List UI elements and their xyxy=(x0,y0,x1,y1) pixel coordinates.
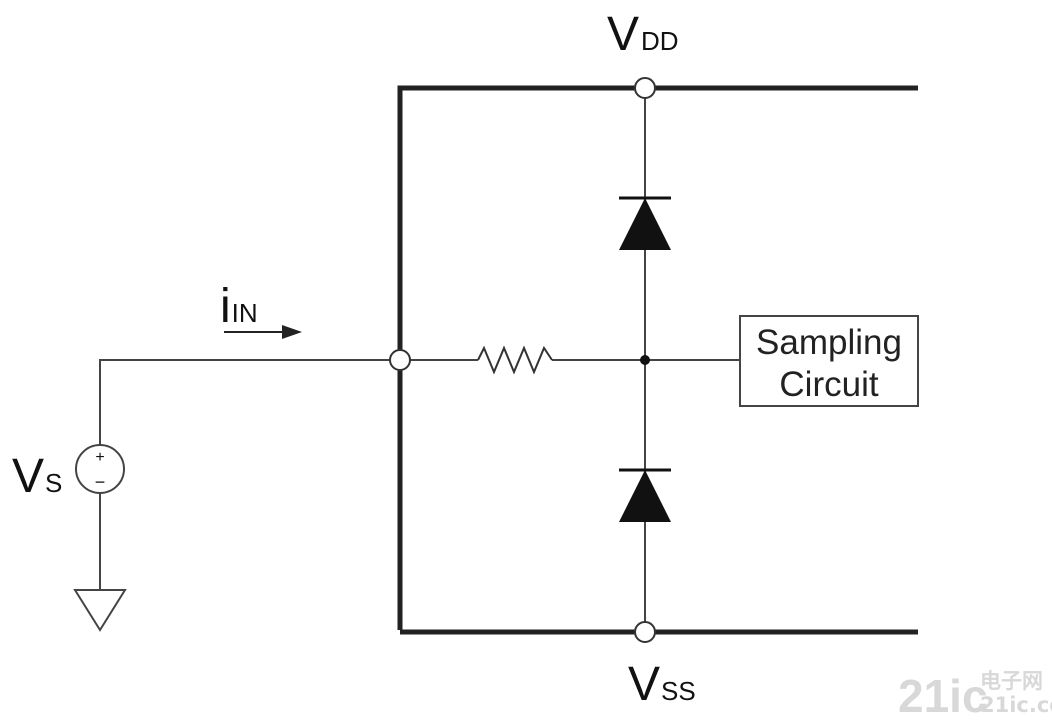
junction-dot xyxy=(640,355,650,365)
sampling-circuit-box: Sampling Circuit xyxy=(739,315,919,407)
resistor xyxy=(477,345,553,375)
sampling-circuit-label-line1: Sampling xyxy=(756,323,902,362)
vdd-rail xyxy=(397,85,918,630)
svg-text:21ic.com: 21ic.com xyxy=(980,693,1052,717)
vdd-pin xyxy=(634,77,656,99)
source-minus-sign: − xyxy=(95,472,106,492)
watermark-logo: 21ic 电子网 21ic.com xyxy=(898,669,1052,720)
source-plus-sign: + xyxy=(95,449,104,466)
svg-text:电子网: 电子网 xyxy=(980,669,1043,693)
upper-diode xyxy=(619,196,671,250)
iin-label: iIN xyxy=(220,280,258,333)
sampling-circuit-label-line2: Circuit xyxy=(779,365,878,404)
vdd-label: VDD xyxy=(607,8,679,61)
vss-pin xyxy=(634,621,656,643)
input-pin xyxy=(389,349,411,371)
svg-text:21ic: 21ic xyxy=(898,670,988,720)
vss-label: VSS xyxy=(628,658,696,711)
voltage-source: + − xyxy=(75,444,125,590)
lower-diode xyxy=(619,468,671,522)
vs-label: VS xyxy=(12,450,62,503)
input-wire xyxy=(99,359,390,445)
current-arrow xyxy=(224,325,302,339)
ground-symbol xyxy=(73,589,127,632)
